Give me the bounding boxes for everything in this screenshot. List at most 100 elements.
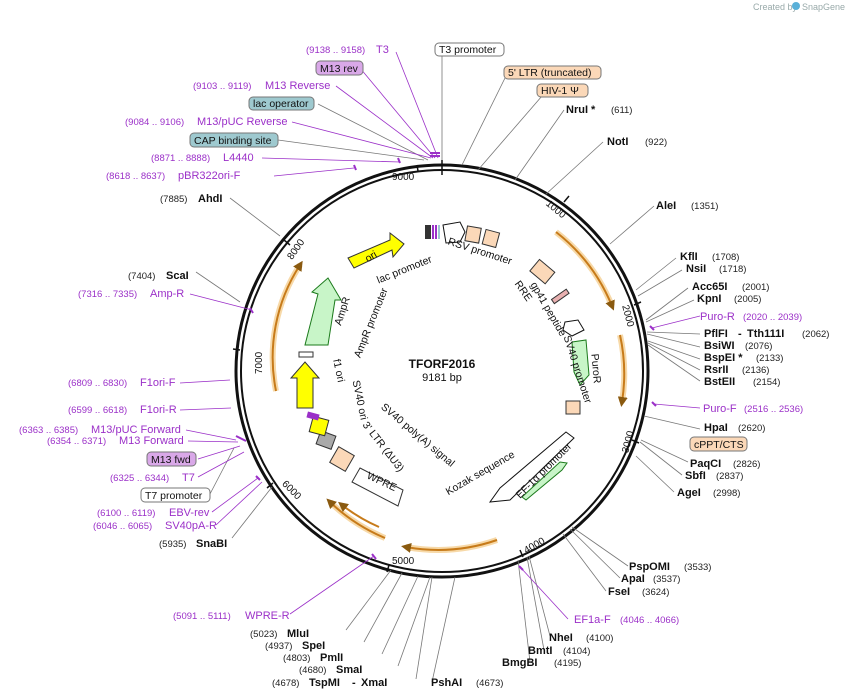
bsteii-name: BstEII xyxy=(704,376,735,388)
nhei-line xyxy=(528,555,551,637)
scai-pos: (7404) xyxy=(128,271,155,282)
pflfi-sep: - xyxy=(738,328,742,340)
tick-6000 xyxy=(266,482,274,489)
orf-arcs xyxy=(269,229,628,553)
primer-tick-ebv xyxy=(255,475,261,481)
pshai-pos: (4673) xyxy=(476,678,503,689)
puror-primer-line xyxy=(651,315,701,329)
tick-label-6000: 6000 xyxy=(279,479,303,503)
left-enzyme-labels: (4678) TspMI - XmaI (4680) SmaI (4803) P… xyxy=(128,193,387,689)
mlui-line xyxy=(345,569,392,631)
wprer-line xyxy=(289,555,375,615)
pflfi-pos: (2062) xyxy=(802,329,829,340)
l4440-pos: (8871 .. 8888) xyxy=(151,153,210,164)
alei-line xyxy=(609,205,655,245)
ef1af-pos: (4046 .. 4066) xyxy=(620,615,679,626)
plasmid-name: TFORF2016 xyxy=(409,357,476,371)
t7-line xyxy=(197,451,245,478)
wprer-name: WPRE-R xyxy=(245,610,290,622)
hpai-name: HpaI xyxy=(704,422,728,434)
bmgbi-name: BmgBI xyxy=(502,657,537,669)
bspei-pos: (2133) xyxy=(756,353,783,364)
hpai-line xyxy=(643,415,701,430)
tth111i-name: Tth111I xyxy=(747,328,784,340)
wpre-block xyxy=(351,467,404,507)
cap-line xyxy=(277,139,425,161)
sbfi-pos: (2837) xyxy=(716,471,743,482)
nsii-pos: (1718) xyxy=(719,264,746,275)
f1orir-name: F1ori-R xyxy=(140,404,177,416)
leader-lines xyxy=(195,45,701,683)
hiv1-box xyxy=(536,83,589,98)
wprer-pos: (5091 .. 5111) xyxy=(173,611,231,622)
rsrii-line xyxy=(647,342,701,371)
bmgbi-pos: (4195) xyxy=(554,658,581,669)
tick-7000 xyxy=(232,348,241,351)
sv40pa-pos: (6046 .. 6065) xyxy=(93,521,152,532)
tick-9000 xyxy=(416,164,419,172)
ltr5-box xyxy=(503,65,602,80)
m13forward-line xyxy=(187,440,239,443)
sbfi-name: SbfI xyxy=(685,470,706,482)
scai-name: ScaI xyxy=(166,270,189,282)
bmti-line xyxy=(526,556,545,651)
t3-prom-line xyxy=(440,45,443,160)
ahdi-name: AhdI xyxy=(198,193,222,205)
tick-8000 xyxy=(283,239,291,246)
kpni-pos: (2005) xyxy=(734,294,761,305)
snabi-name: SnaBI xyxy=(196,538,227,550)
alei-name: AleI xyxy=(656,200,676,212)
t3-primer-line xyxy=(395,51,439,159)
ebvrev-pos: (6100 .. 6119) xyxy=(97,508,155,519)
m13fwd-line xyxy=(197,445,241,460)
orf-arc-4-glow xyxy=(327,499,387,541)
m13puc-rev-line xyxy=(291,121,432,159)
bmti-pos: (4104) xyxy=(563,646,590,657)
f1orif-name: F1ori-F xyxy=(140,377,176,389)
tick-2000 xyxy=(633,301,642,306)
primer-tick-marks xyxy=(235,152,657,571)
pspomi-line xyxy=(571,526,629,567)
ltr-block-2 xyxy=(481,228,501,249)
bsteii-line xyxy=(647,344,701,382)
brand-text: SnapGene xyxy=(802,2,845,12)
kfli-line xyxy=(635,257,677,291)
kozak-orf-arrow xyxy=(521,461,568,501)
apai-pos: (3537) xyxy=(653,574,680,585)
nhei-name: NheI xyxy=(549,632,573,644)
nsii-name: NsiI xyxy=(686,263,706,275)
t3-pos: (9138 .. 9158) xyxy=(306,45,365,56)
rsv-promoter-arrow xyxy=(442,221,466,244)
tick-5000 xyxy=(386,564,390,573)
bmti-name: BmtI xyxy=(528,645,552,657)
nhei-pos: (4100) xyxy=(586,633,613,644)
f1ori-arrow xyxy=(289,361,321,409)
m13rev-label: M13 rev xyxy=(320,63,359,75)
pmli-line xyxy=(381,575,419,655)
tspmi-pos: (4678) xyxy=(272,678,299,689)
primer-stripe-2 xyxy=(435,225,437,239)
lac-operator-box xyxy=(248,96,315,111)
cap-binding-label: CAP binding site xyxy=(194,135,272,147)
pflfi-name: PflFI xyxy=(704,328,728,340)
bsteii-pos: (2154) xyxy=(753,377,780,388)
tspmi-line xyxy=(415,576,433,680)
snabi-pos: (5935) xyxy=(159,539,186,550)
l4440-line xyxy=(261,157,401,163)
primer-tick-m13 xyxy=(235,435,247,442)
agei-line xyxy=(635,455,675,493)
primer-tick-pbr xyxy=(353,164,357,171)
noti-name: NotI xyxy=(607,136,628,148)
m13forward-name: M13 Forward xyxy=(119,435,184,447)
alei-pos: (1351) xyxy=(691,201,718,212)
bspei-name: BspEI * xyxy=(704,352,743,364)
m13reverse-pos: (9103 .. 9119) xyxy=(193,81,251,92)
pbr322-line xyxy=(273,167,355,177)
f1orir-line xyxy=(179,407,232,411)
orf-arc-3 xyxy=(401,539,498,553)
mlui-pos: (5023) xyxy=(250,629,277,640)
ahdi-line xyxy=(229,197,281,237)
tspmi-sep: - xyxy=(352,677,356,689)
sbfi-line xyxy=(639,441,683,476)
right-enzyme-labels: NruI * (611) NotI (922) AleI (1351) KflI… xyxy=(431,104,829,689)
